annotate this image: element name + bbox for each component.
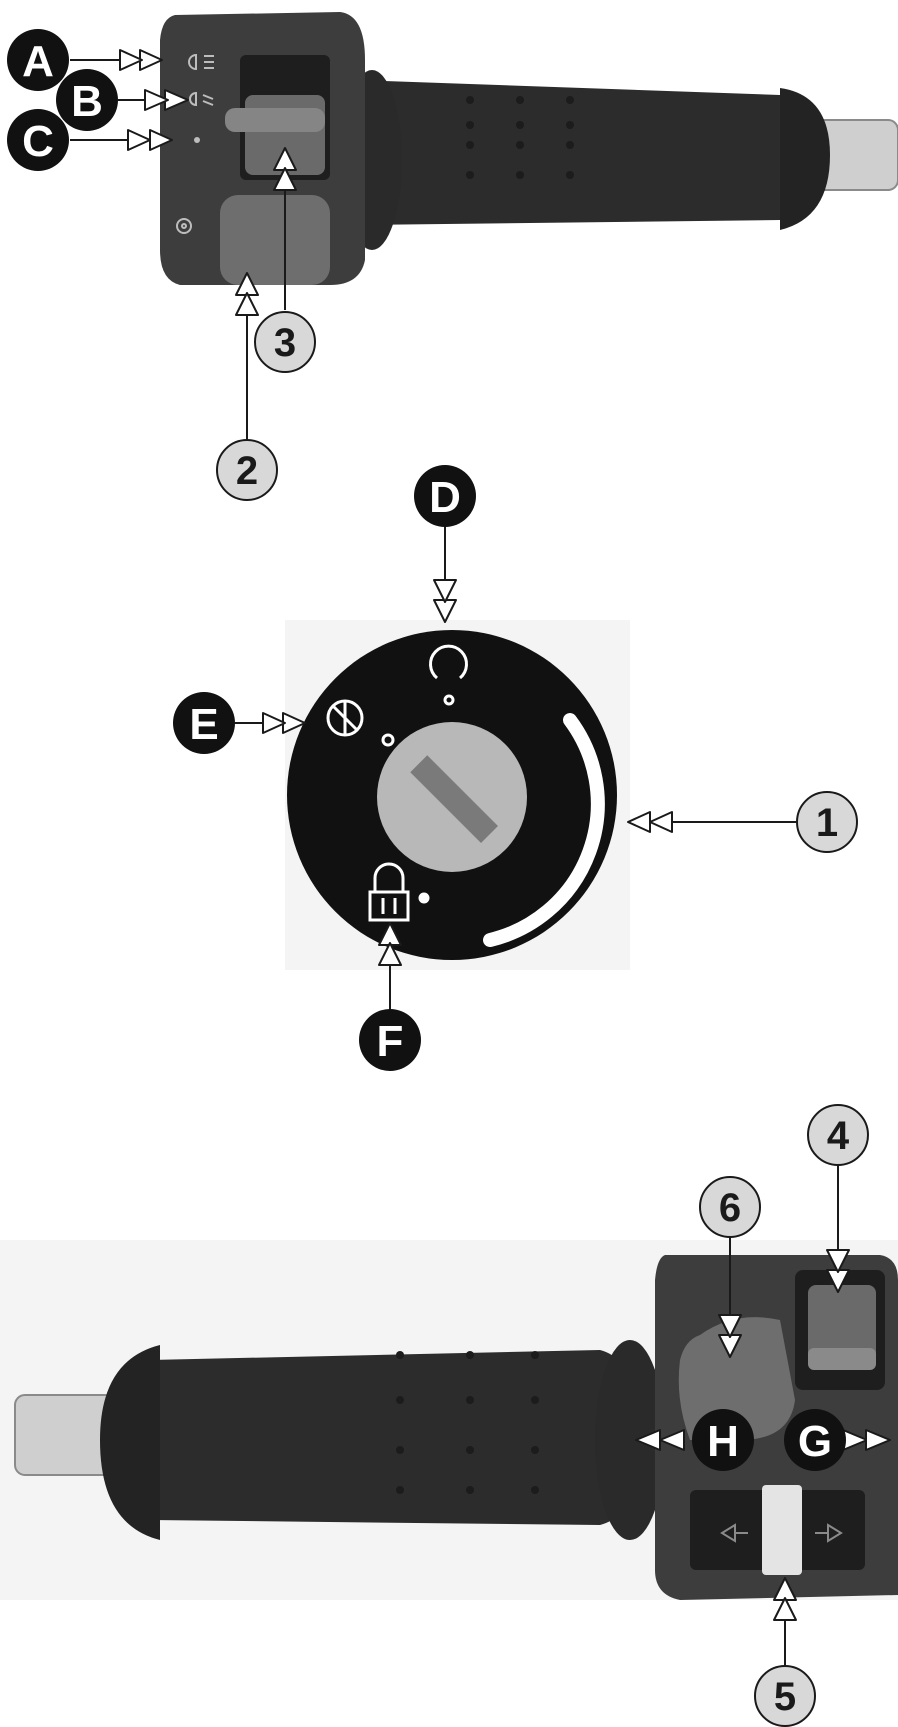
- callout-5: 5: [755, 1578, 815, 1726]
- ignition-switch: [285, 620, 630, 970]
- parking-light-icon: [194, 137, 200, 143]
- callout-g-label: G: [798, 1417, 832, 1466]
- callout-1: 1: [628, 792, 857, 852]
- callout-e-label: E: [189, 700, 218, 749]
- turn-signal-switch[interactable]: [762, 1485, 802, 1575]
- left-handlebar-control: [160, 12, 898, 285]
- callout-f-label: F: [377, 1017, 404, 1066]
- light-switch-tab[interactable]: [225, 108, 325, 132]
- horn-button[interactable]: [220, 195, 330, 285]
- callout-6-label: 6: [719, 1186, 741, 1230]
- callout-h-label: H: [707, 1417, 739, 1466]
- callout-3-label: 3: [274, 321, 296, 365]
- callout-1-label: 1: [816, 801, 838, 845]
- callout-c-label: C: [22, 117, 54, 166]
- callout-a-label: A: [22, 37, 54, 86]
- callout-d: D: [414, 465, 476, 622]
- callout-b-label: B: [71, 77, 103, 126]
- right-handlebar-control: [0, 1240, 898, 1600]
- callout-2-label: 2: [236, 449, 258, 493]
- right-grip: [110, 1350, 640, 1525]
- callout-d-label: D: [429, 473, 461, 522]
- callout-5-label: 5: [774, 1675, 796, 1719]
- callout-2: 2: [217, 273, 277, 500]
- bar-end-cap: [15, 1395, 115, 1475]
- callout-4-label: 4: [827, 1114, 850, 1158]
